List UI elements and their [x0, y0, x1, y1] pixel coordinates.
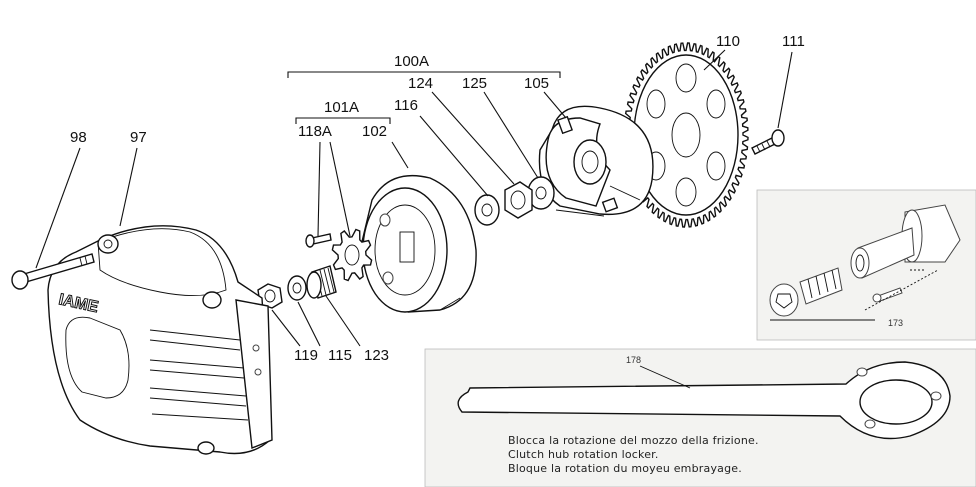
- label-124: 124: [408, 75, 433, 92]
- needle-bearing-123: [306, 265, 337, 299]
- bolt-98: [11, 253, 95, 290]
- label-97: 97: [130, 129, 147, 146]
- label-125: 125: [462, 75, 487, 92]
- label-110: 110: [716, 33, 740, 50]
- gear-110: [623, 42, 749, 228]
- nut-124: [504, 181, 533, 219]
- caption-line-3: Bloque la rotation du moyeu embrayage.: [508, 462, 742, 475]
- caption-line-1: Blocca la rotazione del mozzo della friz…: [508, 434, 759, 447]
- label-178: 178: [626, 355, 641, 365]
- label-116: 116: [394, 97, 418, 114]
- inset-tool-173: 173: [756, 189, 976, 341]
- washer-116: [474, 194, 500, 226]
- caption-line-2: Clutch hub rotation locker.: [508, 448, 659, 461]
- label-100a: 100A: [394, 53, 429, 70]
- label-118a: 118A: [298, 123, 332, 140]
- label-98: 98: [70, 129, 87, 146]
- leader-lines: [35, 49, 793, 347]
- label-105: 105: [524, 75, 549, 92]
- washer-115: [287, 275, 307, 301]
- inset-wrench-178: 178 Blocca la rotazione del mozzo della …: [424, 348, 976, 487]
- screw-118a: [305, 233, 332, 248]
- label-119: 119: [294, 347, 318, 364]
- label-102: 102: [362, 123, 387, 140]
- housing-97: IAME: [47, 225, 273, 455]
- part-labels: 98 97 100A 101A 118A 102 116 124 125 105…: [70, 33, 805, 364]
- label-101a: 101A: [324, 99, 359, 116]
- label-123: 123: [364, 347, 389, 364]
- sprocket-118a: [331, 228, 373, 282]
- label-115: 115: [328, 347, 352, 364]
- label-111: 111: [782, 33, 805, 50]
- drum-102: [359, 174, 477, 313]
- bolt-111: [751, 129, 785, 155]
- label-173: 173: [888, 318, 903, 328]
